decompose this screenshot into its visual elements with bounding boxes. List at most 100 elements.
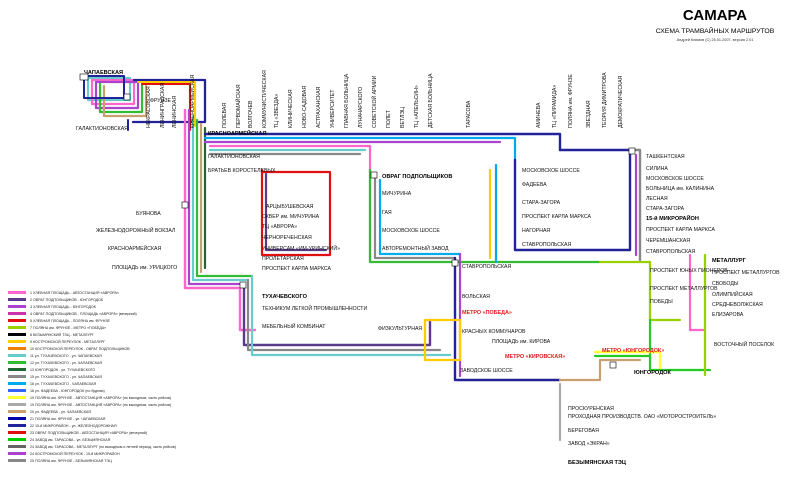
station-label: ЕЛИЗАРОВА <box>712 312 744 318</box>
vertical-station-label: ЛЕНИНГРАДСКАЯ <box>160 83 166 128</box>
station-label: КРАСНОАРМЕЙСКАЯ <box>208 129 266 137</box>
legend-swatch <box>8 326 26 329</box>
legend-label: 7 ПОЛЯНА им. ФРУНЗЕ - МЕТРО «ПОБЕДА» <box>30 326 106 330</box>
legend-swatch <box>8 361 26 364</box>
station-label: ЖЕЛЕЗНОДОРОЖНЫЙ ВОКЗАЛ <box>96 226 175 234</box>
legend-label: 5 ХЛЕБНАЯ ПЛОЩАДЬ - ПОЛЯНА им. ФРУНЗЕ <box>30 319 111 323</box>
legend-swatch <box>8 424 26 427</box>
route-line <box>250 274 452 357</box>
station-marker <box>239 281 247 289</box>
route-line <box>260 168 332 257</box>
station-label: СИЛИНА <box>646 166 668 172</box>
route-line <box>191 114 250 282</box>
legend-swatch <box>8 312 26 315</box>
vertical-station-label: ЗВЕЗДНАЯ <box>586 100 592 128</box>
route-line <box>688 253 707 332</box>
station-label: КРАСНЫХ КОММУНАРОВ <box>462 329 526 335</box>
station-label: ЗАВОД «ЭКРАН» <box>568 441 610 447</box>
route-line <box>264 172 328 252</box>
legend-swatch <box>8 410 26 413</box>
vertical-station-label: КЛИНИЧЕСКАЯ <box>288 89 294 128</box>
vertical-station-label: НОВО-САДОВАЯ <box>302 86 308 128</box>
station-label: МИЧУРИНА <box>382 191 412 197</box>
station-label: МОСКОВСКОЕ ШОССЕ <box>522 168 580 174</box>
route-line <box>513 148 632 252</box>
station-marker <box>628 147 636 155</box>
station-label: БЕРЕГОВАЯ <box>568 428 599 434</box>
vertical-station-label: ЛЕНИНСКАЯ <box>172 96 178 128</box>
route-line <box>242 282 432 347</box>
station-label: ЗАВОДСКОЕ ШОССЕ <box>460 368 513 374</box>
station-label: СТАРА-ЗАГОРА <box>522 200 561 206</box>
legend-label: 2 ОВРАГ ПОДПОЛЬЩИКОВ - ЮНГОРОДОК <box>30 298 104 302</box>
vertical-station-label: СОВЕТСКОЙ АРМИИ <box>370 75 378 128</box>
legend-label: 24 ЗАВОД им. ТАРАСОВА - ул. БЕЗЫМЯНСКАЯ <box>30 438 111 442</box>
station-label: ТЦ «АВРОРА» <box>262 224 297 230</box>
legend-label: 24 КОСТРОМСКОЙ ПЕРЕУЛОК - 15-й МИКРОРАЙО… <box>30 452 120 456</box>
station-label: БРАТЬЕВ КОРОСТЕЛЕВЫХ <box>208 168 276 174</box>
station-label: ВОЛЬСКАЯ <box>462 294 490 300</box>
route-lines <box>83 75 712 442</box>
station-markers <box>79 73 636 369</box>
legend-swatch <box>8 452 26 455</box>
legend-swatch <box>8 354 26 357</box>
vertical-station-label: НЕКРАСОВСКАЯ <box>146 86 152 128</box>
station-label: ОВРАГ ПОДПОЛЬЩИКОВ <box>382 174 452 180</box>
legend-label: 16 ул. ТУХАЧЕВСКОГО - ЧАПАЕВСКАЯ <box>30 382 97 386</box>
vertical-station-label: ТЦ «ЗВЕЗДА» <box>274 94 280 128</box>
legend-label: 10 КОСТРОМСКОЙ ПЕРЕУЛОК - ОВРАГ ПОДПОЛЬЩ… <box>30 347 130 351</box>
legend-swatch <box>8 396 26 399</box>
vertical-station-label: АСТРАХАНСКАЯ <box>316 86 322 128</box>
station-label: ЧЕРЕМШАНСКАЯ <box>646 238 690 244</box>
legend-label: 19 ПОЛЯНА им. ФРУНЗЕ - АВТОСТАНЦИЯ «АВРО… <box>30 396 171 400</box>
station-label: ЛЕСНАЯ <box>646 196 668 202</box>
station-label: ОЛИМПИЙСКАЯ <box>712 290 753 298</box>
legend-label: 23 ОВРАГ ПОДПОЛЬЩИКОВ - АВТОСТАНЦИЯ «АВР… <box>30 431 147 435</box>
station-label: ПРОСПЕКТ ЮНЫХ ПИОНЕРОВ <box>650 268 728 274</box>
legend-swatch <box>8 319 26 322</box>
vertical-station-label: ВЕТЛЭЦ <box>400 107 406 128</box>
legend-label: 21 ПОЛЯНА им. ФРУНЗЕ - ул. ЧАПАЕВСКАЯ <box>30 417 106 421</box>
vertical-station-label: ГЛАВНАЯ БОЛЬНИЦА <box>344 73 350 128</box>
station-label: ПРОСКУРЕНСКАЯ <box>568 406 614 412</box>
station-label: ПРОЛЕТАРСКАЯ <box>262 256 304 262</box>
route-line <box>203 132 562 152</box>
station-label: МЕТРО «ЮНГОРОДОК» <box>602 348 664 354</box>
legend-swatch <box>8 333 26 336</box>
vertical-station-label: ПОЛЕТ <box>386 109 392 128</box>
legend-swatch <box>8 368 26 371</box>
station-label: СТАРА-ЗАГОРА <box>646 206 685 212</box>
legend-swatch <box>8 340 26 343</box>
route-line <box>423 318 462 362</box>
legend-swatch <box>8 445 26 448</box>
vertical-station-labels: НЕКРАСОВСКАЯ ЛЕНИНГРАДСКАЯ ЛЕНИНСКАЯ КРАСНО… <box>146 70 624 128</box>
legend-swatch <box>8 375 26 378</box>
route-line <box>203 136 517 162</box>
route-line <box>378 178 462 256</box>
station-label: ЮНГОРОДОК <box>634 370 672 376</box>
vertical-station-label: ДЕМОКРАТИЧЕСКАЯ <box>618 75 624 128</box>
vertical-station-label: КОММУНИСТИЧЕСКАЯ <box>262 70 268 128</box>
vertical-station-label: КРАСНОАРМЕЙСКАЯ <box>188 75 196 128</box>
map-credit: Андрей Климов (С) 25.01.2007, версия 2.0… <box>677 38 754 42</box>
route-line <box>195 118 254 278</box>
station-label: ЧАПАЕВСКАЯ <box>84 70 123 76</box>
station-marker <box>181 201 189 209</box>
route-line <box>368 168 602 264</box>
map-subtitle: СХЕМА ТРАМВАЙНЫХ МАРШРУТОВ <box>656 26 775 35</box>
station-label: БУЯНОВА <box>136 211 161 217</box>
station-label: ПРОСПЕКТ КАРЛА МАРКСА <box>646 227 715 233</box>
station-label: СВОБОДЫ <box>712 281 739 287</box>
legend-label: 1 ХЛЕБНАЯ ПЛОЩАДЬ - АВТОСТАНЦИЯ «АВРОРА» <box>30 291 119 295</box>
station-label: УНИВЕРСАМ «ИМ-УРИНСКИЙ» <box>262 244 340 252</box>
legend-label: 3 ХЛЕБНАЯ ПЛОЩАДЬ - ЮНГОРОДОК <box>30 305 97 309</box>
station-label: ФРУНЗЕ <box>150 98 171 104</box>
vertical-station-label: АМИНЕВА <box>536 102 542 128</box>
vertical-station-label: ВОЛГОЧЕВ <box>248 100 254 128</box>
route-line <box>246 278 442 352</box>
station-label: ПРОСПЕКТ МЕТАЛЛУРГОВ <box>712 270 780 276</box>
legend-swatch <box>8 431 26 434</box>
legend-label: 20 ул. ФАДЕЕВА - ул. ЧАПАЕВСКАЯ <box>30 410 91 414</box>
station-label: ВОСТОЧНЫЙ ПОСЕЛОК <box>714 340 774 348</box>
legend-label: 18 ул. ФАДЕЕВА - ЮНГОРОДОК (по будням) <box>30 389 105 393</box>
